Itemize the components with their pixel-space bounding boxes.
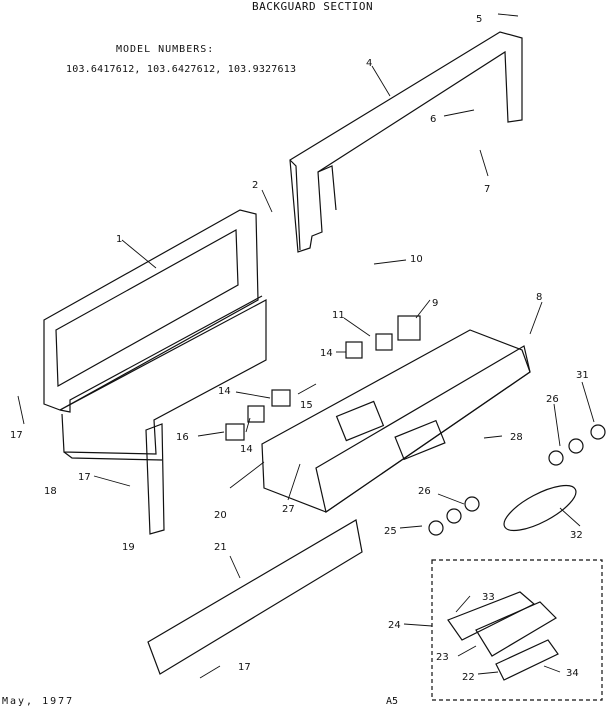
callout-16: 16 — [176, 432, 189, 443]
callout-1: 1 — [116, 234, 122, 245]
footer-date: May, 1977 — [2, 696, 75, 707]
callout-31: 31 — [576, 370, 589, 381]
switch-group — [225, 315, 421, 441]
callout-26a: 26 — [418, 486, 431, 497]
callout-2: 2 — [252, 180, 258, 191]
part-backguard-top — [289, 31, 523, 253]
knob-group — [428, 424, 606, 536]
callout-28: 28 — [510, 432, 523, 443]
callout-4: 4 — [366, 58, 372, 69]
callout-10: 10 — [410, 254, 423, 265]
callout-14a: 14 — [320, 348, 333, 359]
callout-26b: 26 — [546, 394, 559, 405]
model-numbers-heading: MODEL NUMBERS: — [116, 44, 215, 55]
callout-20: 20 — [214, 510, 227, 521]
callout-27: 27 — [282, 504, 295, 515]
part-control-panel — [261, 329, 531, 513]
callout-22: 22 — [462, 672, 475, 683]
part-rear-panel — [43, 209, 263, 413]
callout-6: 6 — [430, 114, 436, 125]
diagram-title: BACKGUARD SECTION — [252, 0, 374, 13]
inset-box — [431, 559, 603, 701]
callout-25: 25 — [384, 526, 397, 537]
part-clock-assembly — [447, 591, 559, 681]
callout-17b: 17 — [78, 472, 91, 483]
callout-14b: 14 — [218, 386, 231, 397]
callout-9: 9 — [432, 298, 438, 309]
callout-34: 34 — [566, 668, 579, 679]
callout-23: 23 — [436, 652, 449, 663]
part-lower-bracket — [59, 298, 267, 461]
leader-lines — [17, 13, 595, 679]
callout-7: 7 — [484, 184, 490, 195]
callout-17c: 17 — [238, 662, 251, 673]
callout-32: 32 — [570, 530, 583, 541]
callout-24: 24 — [388, 620, 401, 631]
callout-19: 19 — [122, 542, 135, 553]
callout-11: 11 — [332, 310, 345, 321]
callout-18: 18 — [44, 486, 57, 497]
footer-page: A5 — [386, 696, 399, 707]
callout-15: 15 — [300, 400, 313, 411]
callout-14c: 14 — [240, 444, 253, 455]
callout-17a: 17 — [10, 430, 23, 441]
callout-21: 21 — [214, 542, 227, 553]
part-wire-loop — [503, 484, 577, 532]
callout-8: 8 — [536, 292, 542, 303]
part-trim-strip — [147, 519, 363, 675]
callout-5: 5 — [476, 14, 482, 25]
part-side-strip — [145, 423, 165, 535]
model-numbers-list: 103.6417612, 103.6427612, 103.9327613 — [66, 64, 297, 75]
callout-33: 33 — [482, 592, 495, 603]
callout-labels: 1 2 4 5 6 7 8 9 10 11 14 14 14 15 16 17 … — [10, 14, 589, 683]
